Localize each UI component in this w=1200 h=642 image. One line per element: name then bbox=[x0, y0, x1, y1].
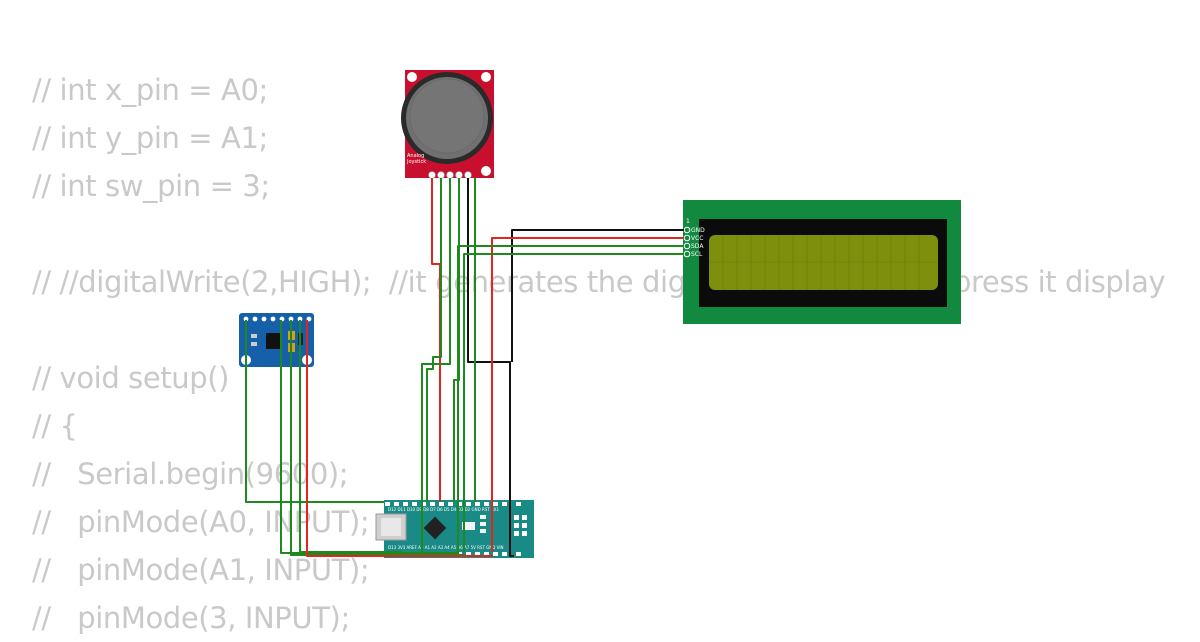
lcd-pin-vcc[interactable] bbox=[683, 234, 691, 242]
wire-joystick-horz[interactable] bbox=[421, 178, 451, 552]
joystick-pin-sel[interactable] bbox=[455, 171, 463, 179]
mcu-chip bbox=[423, 516, 447, 540]
joystick-label-1: Analog bbox=[407, 153, 424, 159]
smd-part bbox=[251, 342, 257, 346]
code-line: // int x_pin = A0; bbox=[32, 73, 268, 107]
joystick-pin-gnd[interactable] bbox=[464, 171, 472, 179]
lcd-label-vcc: VCC bbox=[691, 235, 703, 242]
accelerometer-module[interactable] bbox=[239, 313, 314, 367]
wire-lcd-scl[interactable] bbox=[463, 253, 684, 552]
joystick-pin-vcc[interactable] bbox=[428, 171, 436, 179]
lcd-label-sda: SDA bbox=[691, 243, 704, 250]
wire-joystick-gnd[interactable] bbox=[467, 178, 514, 557]
code-line: // int y_pin = A1; bbox=[32, 121, 268, 155]
joystick-pin-vert[interactable] bbox=[437, 171, 445, 179]
lcd-module[interactable]: 1 GND VCC SDA SCL bbox=[683, 200, 961, 324]
code-line: // int sw_pin = 3; bbox=[32, 169, 270, 203]
accelerometer-chip bbox=[266, 333, 282, 349]
wire-acc-vcc[interactable] bbox=[306, 320, 493, 557]
mount-hole bbox=[407, 72, 417, 82]
code-line: // pinMode(A1, INPUT); bbox=[32, 553, 370, 587]
code-line: // pinMode(3, INPUT); bbox=[32, 601, 350, 635]
wires bbox=[245, 178, 684, 557]
accelerometer-pin-header bbox=[243, 316, 312, 322]
joystick-module[interactable]: Analog Joystick bbox=[401, 70, 494, 179]
lcd-label-scl: SCL bbox=[691, 251, 703, 258]
wire-lcd-sda[interactable] bbox=[457, 245, 684, 552]
code-line: // { bbox=[32, 409, 78, 443]
wire-acc-xcl[interactable] bbox=[299, 320, 402, 553]
code-line: // void setup() bbox=[32, 361, 230, 395]
lcd-char-grid bbox=[709, 235, 938, 290]
arduino-top-pins bbox=[385, 502, 521, 506]
wire-joystick-vcc[interactable] bbox=[431, 178, 441, 502]
lcd-pin-number: 1 bbox=[686, 218, 690, 225]
joystick-pin-horz[interactable] bbox=[446, 171, 454, 179]
arduino-top-label: D12 D11 D10 D9 D8 D7 D6 D5 D4 D3 D2 GND … bbox=[388, 507, 499, 512]
mount-hole bbox=[481, 166, 491, 176]
icsp-header bbox=[514, 515, 527, 536]
code-line: // Serial.begin(9600); bbox=[32, 457, 349, 491]
lcd-pin-gnd[interactable] bbox=[683, 226, 691, 234]
mount-hole bbox=[481, 72, 491, 82]
lcd-label-gnd: GND bbox=[691, 227, 705, 234]
lcd-screen bbox=[709, 235, 938, 290]
joystick-cap bbox=[409, 78, 485, 154]
smd-leds bbox=[480, 515, 486, 533]
arduino-bottom-label: D13 3V3 AREF A0 A1 A2 A3 A4 A5 A6 A7 5V … bbox=[388, 545, 504, 550]
reset-button[interactable] bbox=[462, 522, 475, 530]
usb-port bbox=[381, 518, 401, 536]
wire-acc-int[interactable] bbox=[245, 320, 384, 503]
wire-lcd-vcc[interactable] bbox=[491, 237, 684, 552]
lcd-pin-scl[interactable] bbox=[683, 250, 691, 258]
lcd-pin-sda[interactable] bbox=[683, 242, 691, 250]
wire-joystick-vert[interactable] bbox=[426, 178, 442, 502]
smd-part bbox=[251, 334, 257, 338]
joystick-label-2: Joystick bbox=[406, 159, 426, 165]
wire-lcd-gnd[interactable] bbox=[511, 229, 684, 362]
